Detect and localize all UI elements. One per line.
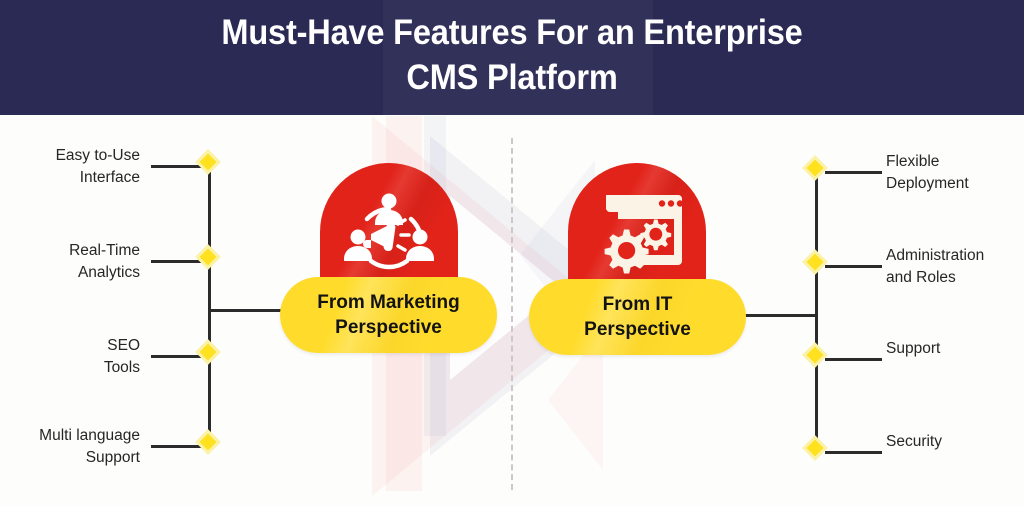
branch-label: Administration and Roles — [886, 247, 985, 286]
branch-connector-line — [151, 260, 204, 263]
left-stem-connector — [208, 309, 293, 312]
header-banner: Must-Have Features For an Enterprise CMS… — [0, 0, 1024, 115]
branch-label: SEO Tools — [103, 337, 140, 376]
diamond-marker-icon — [802, 155, 828, 181]
branch-connector-line — [151, 445, 204, 448]
diamond-marker-icon — [802, 249, 828, 275]
branch-right-3[interactable]: Support — [802, 332, 1024, 388]
branch-left-2[interactable]: Real-Time Analytics — [0, 234, 221, 290]
right-stem-connector — [733, 314, 817, 317]
branch-label: Multi language Support — [39, 427, 140, 466]
diamond-marker-icon — [802, 435, 828, 461]
branch-left-1[interactable]: Easy to-Use Interface — [0, 139, 221, 195]
branch-connector-line — [825, 171, 882, 174]
left-spine-line — [208, 167, 211, 448]
branch-right-1[interactable]: Flexible Deployment — [802, 145, 1024, 201]
branch-connector-line — [825, 358, 882, 361]
node-marketing-label: From Marketing Perspective — [317, 292, 460, 338]
diamond-marker-icon — [802, 342, 828, 368]
branch-connector-line — [151, 165, 204, 168]
branch-label: Easy to-Use Interface — [55, 147, 140, 186]
node-it-label: From IT Perspective — [584, 294, 691, 340]
branch-right-2[interactable]: Administration and Roles — [802, 239, 1024, 295]
megaphone-people-icon — [341, 189, 437, 286]
page-title-line-1: Must-Have Features For an Enterprise — [221, 13, 803, 52]
branch-connector-line — [825, 265, 882, 268]
node-it-label-pill[interactable]: From IT Perspective — [529, 279, 746, 355]
diamond-marker-icon — [195, 244, 221, 270]
page-title-line-2: CMS Platform — [406, 58, 618, 97]
branch-label: Security — [886, 433, 942, 450]
right-spine-line — [815, 173, 818, 453]
diamond-marker-icon — [195, 149, 221, 175]
page-title: Must-Have Features For an Enterprise CMS… — [36, 0, 988, 100]
browser-gears-icon — [590, 189, 684, 282]
branch-label: Flexible Deployment — [886, 153, 969, 192]
center-dashed-divider — [511, 138, 513, 490]
branch-label: Support — [886, 340, 941, 357]
diamond-marker-icon — [195, 429, 221, 455]
branch-left-4[interactable]: Multi language Support — [0, 419, 221, 475]
node-marketing-label-pill[interactable]: From Marketing Perspective — [280, 277, 497, 353]
branch-label: Real-Time Analytics — [69, 242, 140, 281]
branch-left-3[interactable]: SEO Tools — [0, 329, 221, 385]
branch-connector-line — [825, 451, 882, 454]
branch-right-4[interactable]: Security — [802, 425, 1024, 481]
diamond-marker-icon — [195, 339, 221, 365]
branch-connector-line — [151, 355, 204, 358]
